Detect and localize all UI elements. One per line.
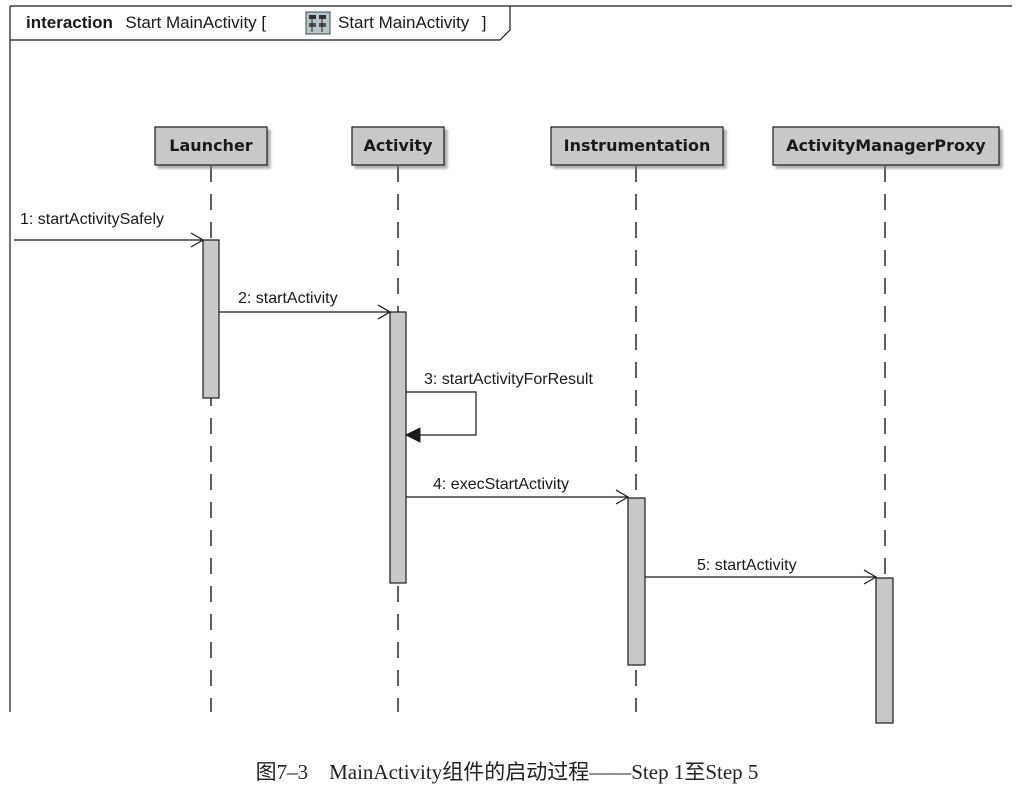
message-5-arrowhead: [863, 569, 878, 585]
message-3-arrowhead: [404, 427, 421, 443]
message-5: 5: startActivity: [645, 557, 878, 585]
svg-text:interaction Start MainAc: interaction Start MainActivity [: [26, 13, 266, 32]
message-2-arrowhead: [377, 304, 392, 320]
lifeline-amp: ActivityManagerProxy: [772, 126, 1000, 166]
frame-keyword: interaction: [26, 13, 113, 32]
lifeline-amp-header: [772, 126, 1000, 166]
interaction-diagram-icon: [305, 11, 331, 35]
frame-title-tab: [10, 6, 511, 41]
frame-close: ]: [482, 13, 487, 32]
message-3: 3: startActivityForResult: [404, 371, 593, 443]
message-4-label: 4: execStartActivity: [433, 476, 569, 493]
lifeline-instrumentation-label: Instrumentation: [564, 136, 711, 155]
lifeline-instrumentation-header: [550, 126, 724, 166]
message-2-label: 2: startActivity: [238, 290, 338, 307]
message-5-label: 5: startActivity: [697, 557, 797, 574]
lifeline-instrumentation: Instrumentation: [550, 126, 724, 166]
lifeline-activity-label: Activity: [364, 136, 434, 155]
lifeline-activity: Activity: [351, 126, 445, 166]
figure-caption: 图7–3 MainActivity组件的启动过程——Step 1至Step 5: [256, 760, 759, 784]
svg-text:Start MainActivity ]: Start MainActivity ]: [338, 13, 487, 32]
frame-name: Start MainActivity [: [125, 13, 266, 32]
activation-launcher: [202, 239, 220, 399]
activation-bars: [202, 239, 894, 724]
message-3-label: 3: startActivityForResult: [424, 371, 593, 388]
activation-activity: [389, 311, 407, 584]
lifeline-amp-label: ActivityManagerProxy: [786, 136, 986, 155]
activation-instrumentation: [627, 497, 646, 666]
lifeline-launcher-header: [154, 126, 268, 166]
message-1-label: 1: startActivitySafely: [20, 211, 164, 228]
frame-ref-name: Start MainActivity: [338, 13, 470, 32]
message-4-arrowhead: [615, 489, 630, 505]
interaction-frame: interaction Start MainActivity [ Start M…: [9, 5, 1012, 712]
lifeline-activity-header: [351, 126, 445, 166]
message-1: 1: startActivitySafely: [14, 211, 205, 248]
lifeline-launcher-label: Launcher: [169, 136, 253, 155]
message-2: 2: startActivity: [219, 290, 392, 320]
lifeline-lines: [210, 166, 886, 712]
activation-amp: [875, 577, 894, 724]
message-1-arrowhead: [190, 232, 205, 248]
message-3-line: [406, 391, 477, 436]
lifeline-launcher: Launcher: [154, 126, 268, 166]
message-4: 4: execStartActivity: [406, 476, 630, 505]
